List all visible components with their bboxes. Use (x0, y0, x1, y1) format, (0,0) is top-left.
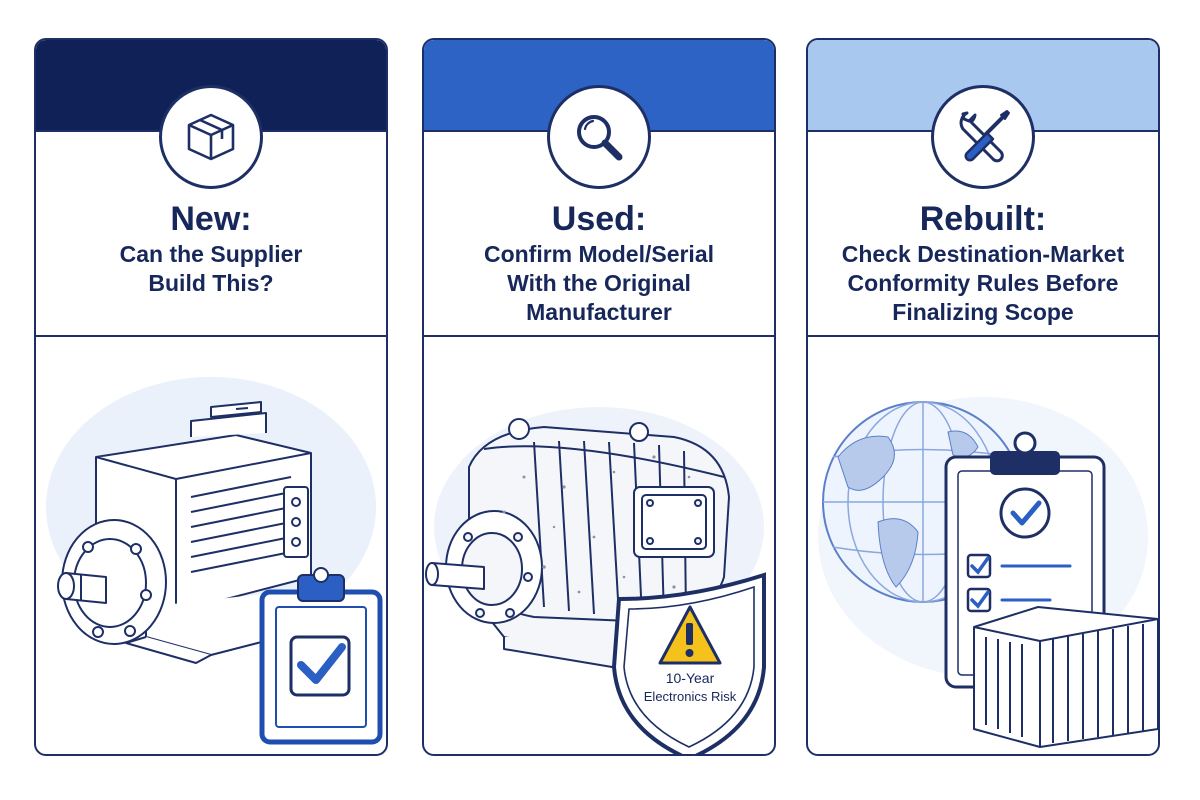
panel-divider (424, 335, 774, 337)
package-box-icon (187, 113, 235, 161)
panel-divider (808, 335, 1158, 337)
subtitle-line: Build This? (148, 270, 274, 296)
panel-subtitle: Confirm Model/Serial With the Original M… (424, 240, 774, 327)
subtitle-line: Conformity Rules Before (847, 270, 1119, 296)
check-icon (1010, 500, 1042, 526)
subtitle-line: Confirm Model/Serial (483, 241, 715, 267)
subtitle-line: With the Original (507, 270, 691, 296)
panel-heading: Used: (551, 200, 647, 238)
rebuilt-compliance-illustration (818, 397, 1158, 748)
panel-divider (36, 335, 386, 337)
wrench-screwdriver-icon (959, 110, 1010, 163)
wear-speckles (502, 455, 691, 594)
panel-subtitle: Check Destination-Market Conformity Rule… (808, 240, 1158, 327)
subtitle-line: Check Destination-Market (841, 241, 1125, 267)
panel-heading: Rebuilt: (919, 200, 1047, 238)
warning-shield: 10-Year Electronics Risk (611, 572, 766, 754)
shield-text-line-2: Electronics Risk (644, 689, 737, 704)
subtitle-line: Finalizing Scope (892, 299, 1074, 325)
shipping-container-icon (973, 606, 1158, 748)
used-motor-illustration: 10-Year Electronics Risk (425, 407, 766, 754)
icon-badge (159, 85, 263, 189)
subtitle-line: Manufacturer (526, 299, 672, 325)
icon-badge (547, 85, 651, 189)
subtitle-line: Can the Supplier (119, 241, 303, 267)
worn-motor-drawing (425, 418, 730, 670)
shield-text-line-1: 10-Year (666, 670, 715, 686)
magnifying-glass-icon (577, 115, 623, 161)
panel-rebuilt: Rebuilt: Check Destination-Market Confor… (806, 38, 1160, 756)
icon-badge (931, 85, 1035, 189)
gearmotor-drawing (57, 401, 312, 664)
panel-used: Used: Confirm Model/Serial With the Orig… (422, 38, 776, 756)
panel-heading: New: (170, 200, 252, 238)
new-gearmotor-illustration (46, 377, 383, 745)
panel-new: New: Can the Supplier Build This? (34, 38, 388, 756)
clipboard-check-icon (259, 567, 383, 745)
panel-subtitle: Can the Supplier Build This? (36, 240, 386, 298)
